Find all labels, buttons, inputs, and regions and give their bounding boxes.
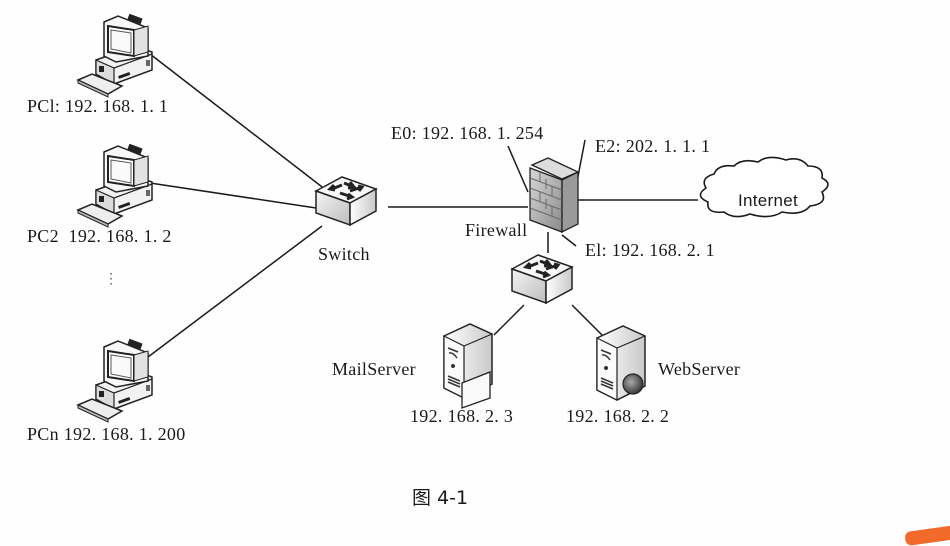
e0-pointer <box>507 145 529 193</box>
link-pcn-switch <box>147 225 323 358</box>
web-server-ip: 192. 168. 2. 2 <box>566 406 670 426</box>
firewall-icon <box>529 157 580 234</box>
pc1-label: PCl: 192. 168. 1. 1 <box>27 96 169 116</box>
web-server-label: WebServer <box>658 359 741 379</box>
firewall-e1-label: El: 192. 168. 2. 1 <box>585 240 715 260</box>
firewall-e0-label: E0: 192. 168. 1. 254 <box>391 123 544 143</box>
pc2-label: PC2 192. 168. 1. 2 <box>27 226 172 246</box>
link-switch2-web <box>571 304 605 338</box>
mail-server-label: MailServer <box>332 359 416 379</box>
globe-icon <box>622 373 644 395</box>
firewall-label: Firewall <box>465 220 528 240</box>
pcn-icon <box>77 337 153 423</box>
connection-lines <box>147 53 698 358</box>
mail-server-ip: 192. 168. 2. 3 <box>410 406 514 426</box>
pc1-icon <box>77 12 153 98</box>
link-pc1-switch <box>149 53 327 191</box>
switch-icon <box>314 175 378 227</box>
e1-pointer <box>561 234 577 247</box>
pcn-label: PCn 192. 168. 1. 200 <box>27 424 186 444</box>
pc2-icon <box>77 142 153 228</box>
mail-envelope-icon <box>461 371 491 409</box>
figure-caption: 图 4-1 <box>412 487 469 509</box>
switch2-icon <box>510 253 574 305</box>
link-switch2-mail <box>493 304 525 336</box>
firewall-e2-label: E2: 202. 1. 1. 1 <box>595 136 711 156</box>
switch-label: Switch <box>318 244 370 264</box>
link-pc2-switch <box>149 182 317 209</box>
ellipsis-more-pcs: ⋮ <box>104 272 119 287</box>
internet-label: Internet <box>738 191 799 210</box>
internet-cloud-icon <box>699 156 829 218</box>
